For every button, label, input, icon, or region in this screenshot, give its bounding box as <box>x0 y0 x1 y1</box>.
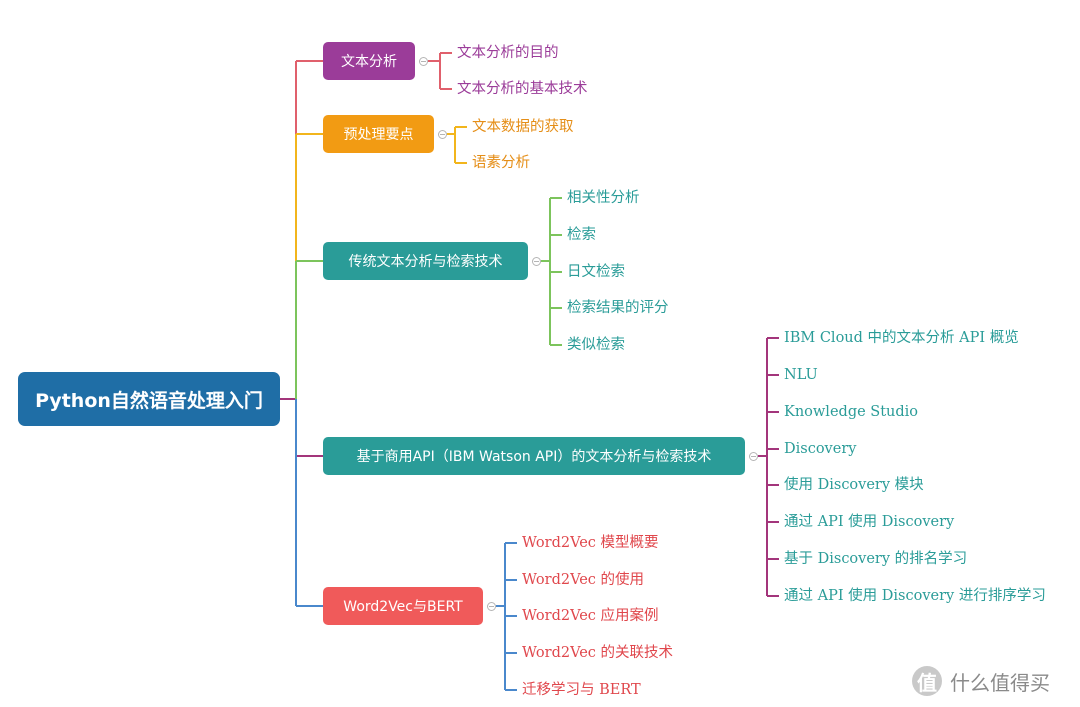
leaf-topic[interactable]: 文本分析的基本技术 <box>457 81 588 97</box>
collapse-toggle-icon[interactable] <box>419 56 428 66</box>
leaf-topic[interactable]: 相关性分析 <box>567 190 640 206</box>
branch-node-3[interactable]: 传统文本分析与检索技术 <box>323 242 528 280</box>
leaf-topic[interactable]: 文本数据的获取 <box>472 119 574 135</box>
watermark-logo-icon: 值 <box>912 666 942 696</box>
site-watermark: 值 什么值得买 <box>912 663 1050 699</box>
leaf-topic[interactable]: NLU <box>784 367 818 383</box>
leaf-topic[interactable]: 通过 API 使用 Discovery <box>784 514 955 530</box>
leaf-topic[interactable]: 使用 Discovery 模块 <box>784 477 924 493</box>
branch-node-1[interactable]: 文本分析 <box>323 42 415 80</box>
leaf-topic[interactable]: Word2Vec 应用案例 <box>522 608 659 624</box>
leaf-topic[interactable]: 检索结果的评分 <box>567 300 669 316</box>
leaf-topic[interactable]: 日文检索 <box>567 264 625 280</box>
leaf-topic[interactable]: Word2Vec 的使用 <box>522 572 645 588</box>
collapse-toggle-icon[interactable] <box>487 601 496 611</box>
leaf-topic[interactable]: 文本分析的目的 <box>457 45 559 61</box>
collapse-toggle-icon[interactable] <box>438 129 447 139</box>
branch-node-5[interactable]: Word2Vec与BERT <box>323 587 483 625</box>
leaf-topic[interactable]: 通过 API 使用 Discovery 进行排序学习 <box>784 588 1046 604</box>
leaf-topic[interactable]: Word2Vec 的关联技术 <box>522 645 674 661</box>
branch-node-4[interactable]: 基于商用API（IBM Watson API）的文本分析与检索技术 <box>323 437 745 475</box>
collapse-toggle-icon[interactable] <box>532 256 541 266</box>
leaf-topic[interactable]: Word2Vec 模型概要 <box>522 535 659 551</box>
leaf-topic[interactable]: 基于 Discovery 的排名学习 <box>784 551 968 567</box>
root-node[interactable]: Python自然语音处理入门 <box>18 372 280 426</box>
leaf-topic[interactable]: IBM Cloud 中的文本分析 API 概览 <box>784 330 1019 346</box>
leaf-topic[interactable]: 检索 <box>567 227 596 243</box>
leaf-topic[interactable]: 类似检索 <box>567 337 625 353</box>
branch-node-2[interactable]: 预处理要点 <box>323 115 434 153</box>
leaf-topic[interactable]: 迁移学习与 BERT <box>522 682 641 698</box>
leaf-topic[interactable]: Knowledge Studio <box>784 404 919 420</box>
collapse-toggle-icon[interactable] <box>749 451 758 461</box>
leaf-topic[interactable]: Discovery <box>784 441 857 457</box>
leaf-topic[interactable]: 语素分析 <box>472 155 530 171</box>
watermark-text: 什么值得买 <box>950 670 1050 695</box>
